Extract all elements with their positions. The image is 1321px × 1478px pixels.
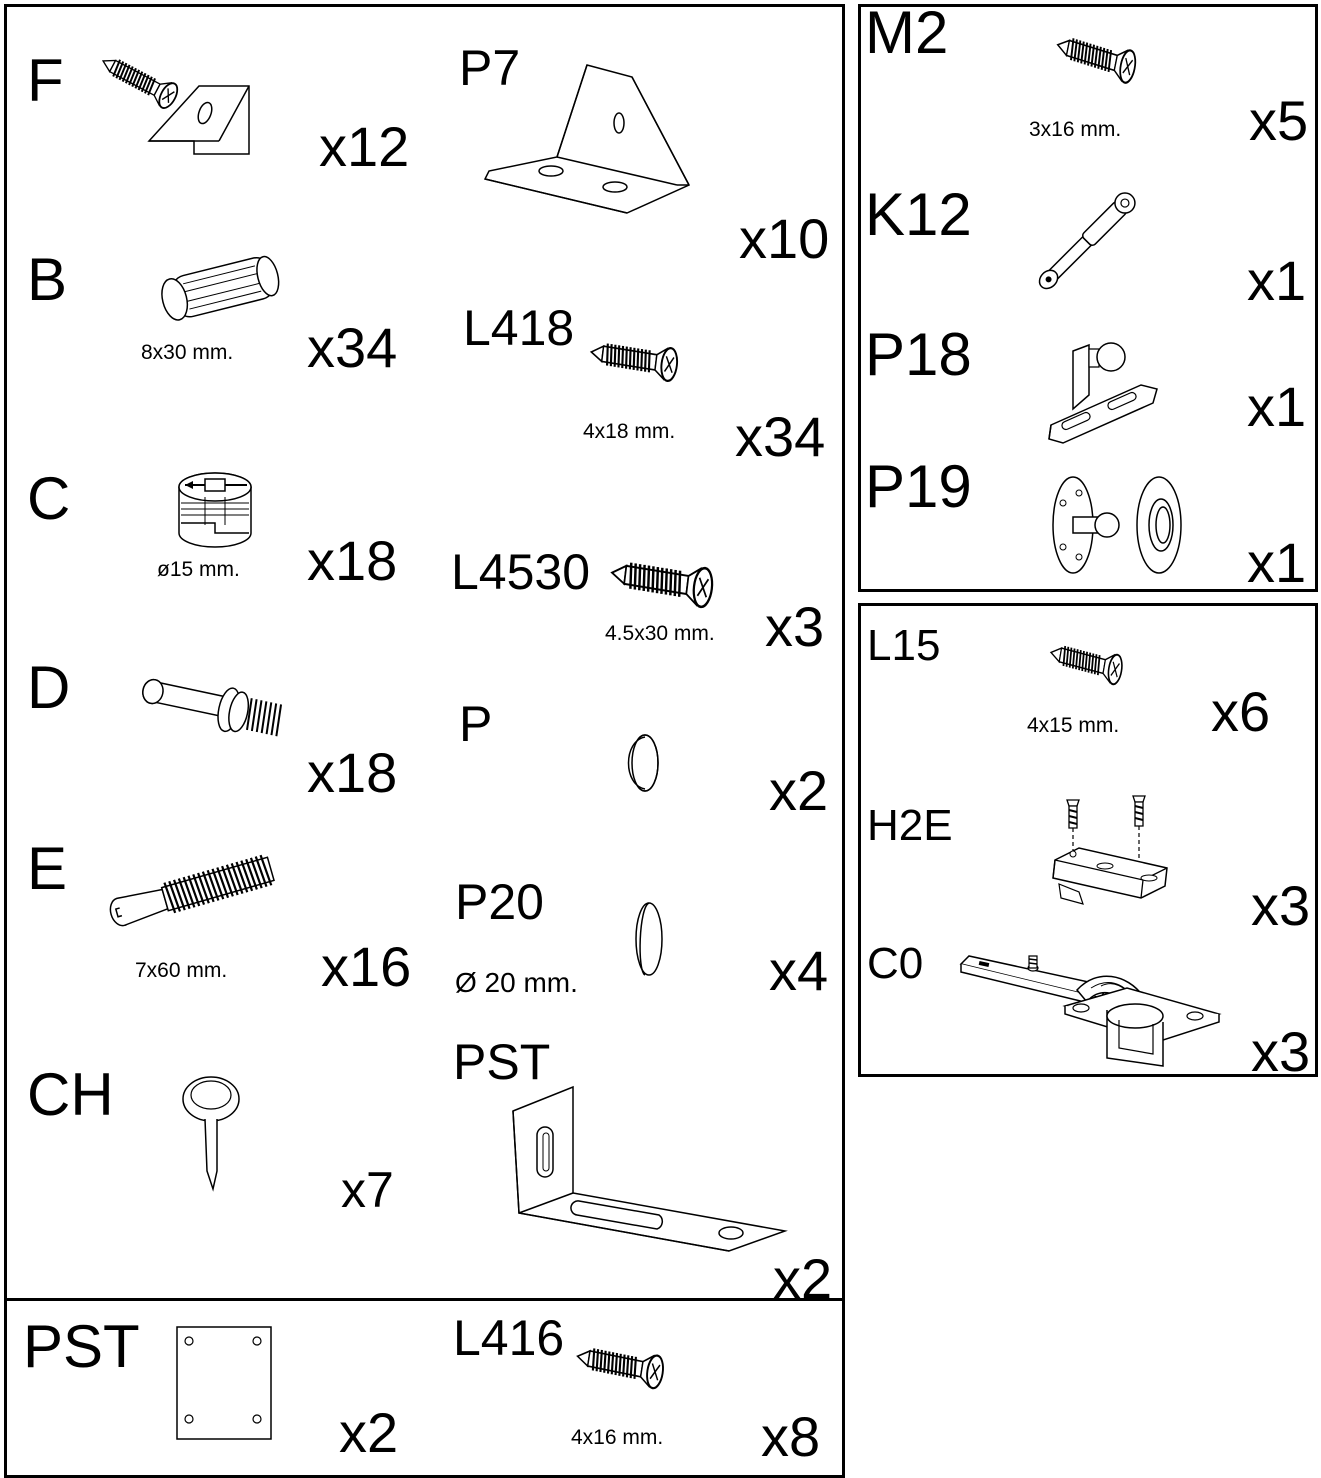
part-quantity: x2 bbox=[773, 1247, 833, 1310]
wood-screw-icon bbox=[588, 334, 681, 384]
part-code: P7 bbox=[459, 40, 521, 96]
right-top-parts-panel: M2 3x16 mm. x5 K12 x1 P18 bbox=[858, 0, 1318, 594]
part-quantity: x8 bbox=[761, 1405, 821, 1468]
part-quantity: x34 bbox=[735, 405, 826, 468]
part-code: C bbox=[27, 465, 71, 532]
cam-bolt-icon bbox=[135, 677, 295, 757]
part-quantity: x6 bbox=[1211, 680, 1271, 743]
bottom-parts-panel: PST x2 L416 4x16 mm. x8 bbox=[4, 1298, 845, 1478]
part-size: ø15 mm. bbox=[157, 558, 240, 581]
part-code: P20 bbox=[455, 874, 544, 930]
hinge-plate-with-screws-icon bbox=[1049, 792, 1189, 912]
part-code: L4530 bbox=[451, 544, 591, 600]
part-size: 4x18 mm. bbox=[583, 420, 676, 443]
part-size: 4x15 mm. bbox=[1027, 714, 1120, 737]
part-code: PST bbox=[23, 1313, 140, 1380]
small-screw-icon bbox=[1053, 27, 1139, 86]
connector-bolt-icon bbox=[103, 843, 283, 933]
dome-bumper-icon bbox=[619, 731, 661, 795]
part-quantity: x4 bbox=[769, 939, 829, 1002]
part-code: D bbox=[27, 654, 71, 721]
part-quantity: x1 bbox=[1247, 375, 1307, 438]
part-size: Ø 20 mm. bbox=[455, 967, 578, 998]
part-code: F bbox=[27, 47, 64, 114]
part-code: P bbox=[459, 696, 493, 752]
strut-mount-bracket-icon bbox=[1045, 335, 1165, 445]
part-quantity: x34 bbox=[307, 316, 398, 379]
part-quantity: x10 bbox=[739, 207, 830, 270]
part-code: L15 bbox=[867, 621, 941, 670]
wall-bracket-icon bbox=[509, 1083, 789, 1253]
part-quantity: x3 bbox=[1251, 1020, 1311, 1083]
part-quantity: x1 bbox=[1247, 531, 1307, 594]
part-code: C0 bbox=[867, 939, 924, 988]
cam-lock-icon bbox=[175, 469, 257, 557]
part-code: H2E bbox=[867, 801, 953, 850]
part-code: K12 bbox=[865, 181, 972, 248]
angle-bracket-icon bbox=[477, 57, 707, 217]
part-quantity: x18 bbox=[307, 741, 398, 804]
part-size: 8x30 mm. bbox=[141, 341, 234, 364]
mounting-plate-icon bbox=[175, 1325, 275, 1443]
cover-cap-icon bbox=[629, 899, 665, 979]
part-quantity: x2 bbox=[339, 1401, 399, 1464]
wood-dowel-icon bbox=[155, 247, 285, 327]
part-quantity: x7 bbox=[341, 1162, 394, 1218]
wood-screw-icon bbox=[573, 1338, 667, 1391]
small-screw-icon bbox=[1047, 636, 1126, 687]
gas-strut-icon bbox=[1041, 189, 1141, 285]
part-code: CH bbox=[27, 1061, 114, 1128]
part-code: PST bbox=[453, 1034, 551, 1090]
ball-stud-plate-icon bbox=[1049, 473, 1189, 577]
part-quantity: x16 bbox=[321, 935, 412, 998]
screw-with-corner-block-icon bbox=[95, 48, 259, 161]
part-quantity: x18 bbox=[307, 529, 398, 592]
part-size: 3x16 mm. bbox=[1029, 118, 1122, 141]
nail-icon bbox=[181, 1075, 241, 1195]
part-code: M2 bbox=[865, 0, 949, 66]
part-code: E bbox=[27, 835, 68, 902]
part-code: B bbox=[27, 246, 68, 313]
part-quantity: x5 bbox=[1249, 89, 1309, 152]
cabinet-hinge-icon bbox=[957, 950, 1227, 1070]
part-size: 4.5x30 mm. bbox=[605, 622, 715, 645]
part-size: 7x60 mm. bbox=[135, 959, 228, 982]
part-quantity: x12 bbox=[319, 115, 410, 178]
part-quantity: x3 bbox=[765, 595, 825, 658]
part-quantity: x3 bbox=[1251, 874, 1311, 937]
right-bottom-parts-panel: L15 4x15 mm. x6 H2E bbox=[858, 603, 1318, 1083]
part-code: P19 bbox=[865, 453, 972, 520]
main-parts-panel: F x12 B 8x30 mm. x34 C bbox=[4, 4, 845, 1307]
part-quantity: x2 bbox=[769, 759, 829, 822]
part-code: L418 bbox=[463, 300, 575, 356]
part-code: P18 bbox=[865, 321, 972, 388]
part-code: L416 bbox=[453, 1310, 565, 1366]
part-quantity: x1 bbox=[1247, 249, 1307, 312]
wood-screw-icon bbox=[608, 551, 716, 610]
part-size: 4x16 mm. bbox=[571, 1426, 664, 1449]
